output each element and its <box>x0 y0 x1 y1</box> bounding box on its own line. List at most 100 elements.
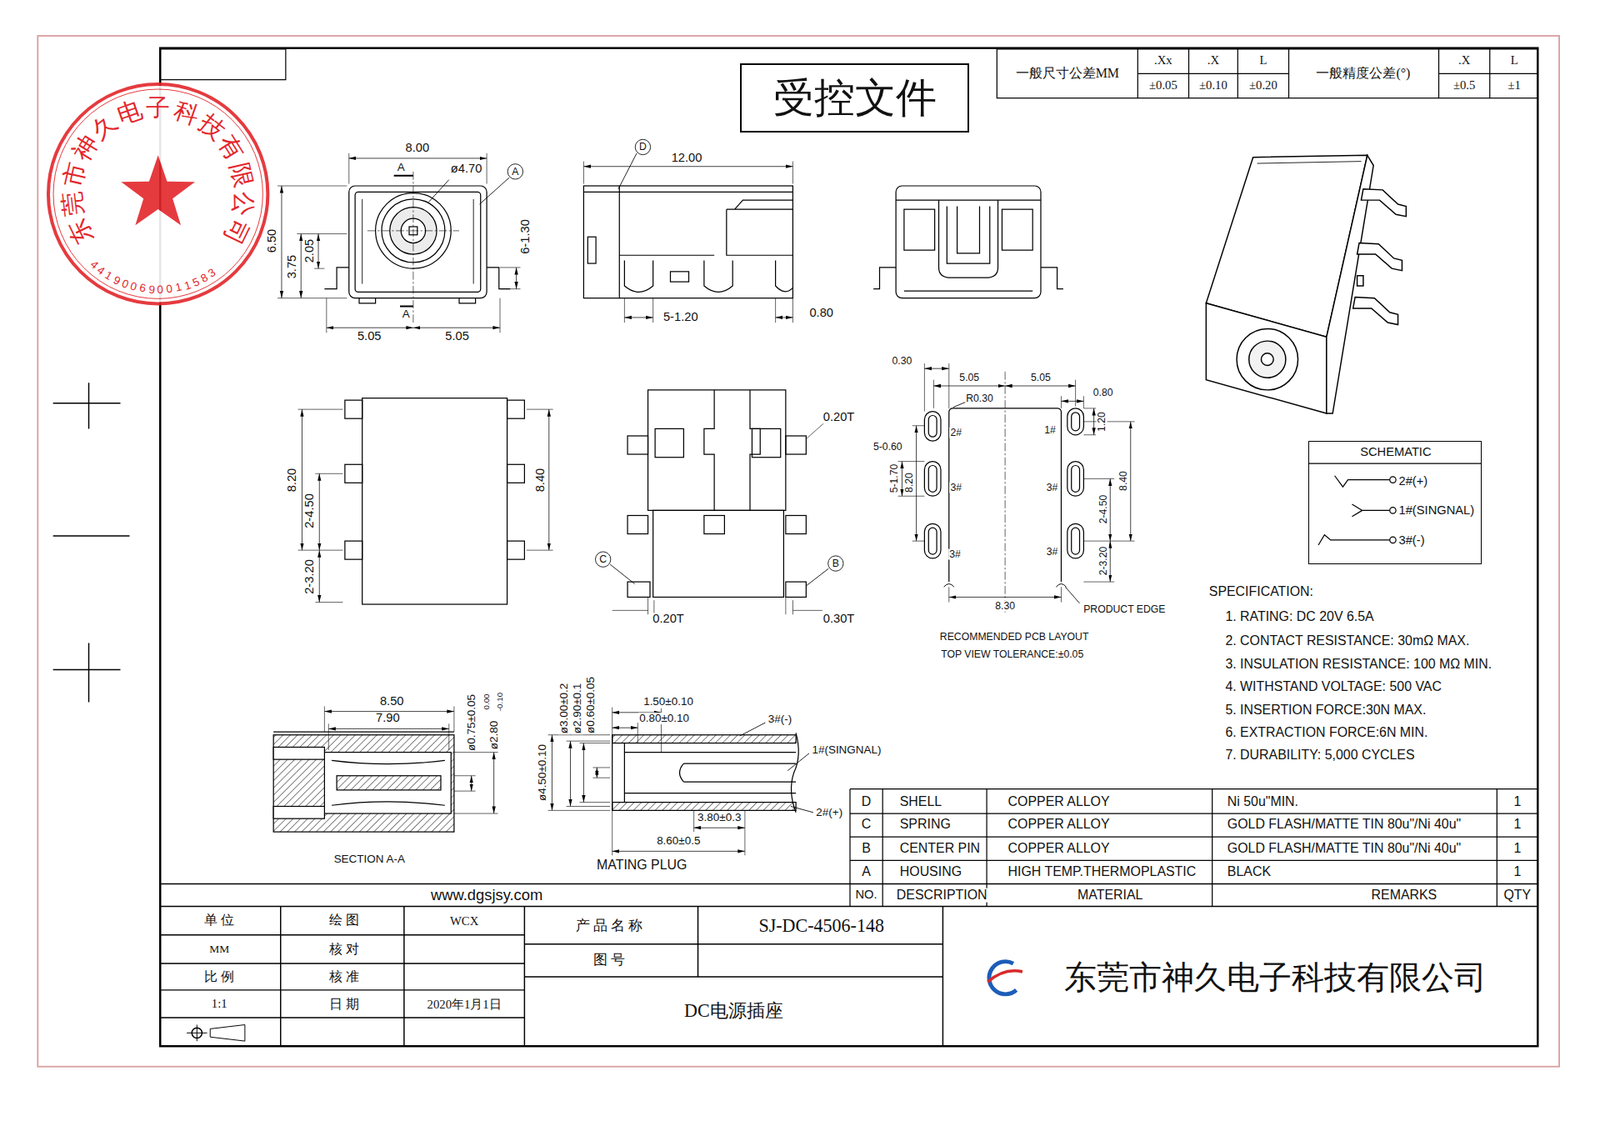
dimension-text: ø0.60±0.05 <box>585 675 597 735</box>
dimension-text: 5-0.60 <box>872 441 904 453</box>
section-view <box>331 760 445 805</box>
side-view <box>587 236 596 264</box>
pcb-layout <box>1071 527 1080 555</box>
callout-letter: A <box>510 165 520 177</box>
section-view <box>336 775 441 790</box>
title-block-cell: 产 品 名 称 <box>575 918 645 934</box>
isometric-view <box>1205 303 1326 414</box>
dimension-line <box>933 385 1005 386</box>
pcb-layout <box>924 523 941 559</box>
title-block-cell: WCX <box>449 915 480 928</box>
front-view <box>324 267 510 290</box>
leader-line <box>635 139 650 155</box>
tolerance-table <box>996 49 1538 99</box>
front-view <box>367 171 460 325</box>
part-number: SJ-DC-4506-148 <box>757 915 885 935</box>
tolerance-cell: 一般尺寸公差MM <box>1015 66 1120 81</box>
dimension-text: 2.05 <box>304 238 317 265</box>
underside-view <box>785 435 806 455</box>
dimension-line <box>612 727 639 729</box>
dimension-text: 0.80±0.10 <box>638 712 690 725</box>
title-block-cell: 绘 图 <box>328 913 360 928</box>
dimension-line <box>1110 540 1111 582</box>
bom-cell: HIGH TEMP.THERMOPLASTIC <box>1007 864 1198 879</box>
dimension-text: ø3.00±0.2 <box>558 682 570 735</box>
mating-plug <box>791 732 800 813</box>
dimension-text: 8.40 <box>534 466 547 493</box>
document-status: 受控文件 <box>773 76 937 120</box>
dimension-text: 5-1.20 <box>662 310 700 324</box>
dimension-text: 8.00 <box>405 141 431 155</box>
pcb-layout <box>1071 465 1080 493</box>
schematic-symbol <box>1390 536 1396 543</box>
dimension-line <box>326 327 414 329</box>
sheet-frame <box>160 48 1538 1047</box>
dimension-text: 0.20T <box>651 613 685 626</box>
pcb-layout <box>1071 412 1080 431</box>
isometric-view <box>1357 243 1403 271</box>
pin-name: 1#(SINGNAL) <box>810 744 882 756</box>
pin-name: 2# <box>950 427 964 439</box>
title-block <box>186 1025 245 1042</box>
mating-plug <box>612 735 796 811</box>
dimension-line <box>1130 421 1131 541</box>
section-view <box>273 805 325 819</box>
dimension-line <box>583 165 793 167</box>
title-block-cell: 日 期 <box>328 997 360 1012</box>
schematic-symbol <box>1390 507 1396 514</box>
title-block-cell: 2020年1月1日 <box>426 998 503 1011</box>
dimension-text: 12.00 <box>670 151 704 165</box>
dimension-text: 7.90 <box>375 711 401 725</box>
end-view <box>895 200 1041 291</box>
underside-view <box>627 435 648 455</box>
schematic-symbol <box>1308 462 1482 464</box>
underside-view <box>653 510 785 597</box>
dimension-text: R0.30 <box>965 392 995 404</box>
end-view <box>873 185 1064 299</box>
leader-line <box>428 139 1080 813</box>
dimension-text: ø4.70 <box>450 163 484 176</box>
leader-line <box>428 153 1080 813</box>
dimension-text: 5.05 <box>444 330 470 343</box>
dimension-text: 8.30 <box>994 600 1016 612</box>
dimension-line <box>470 775 472 791</box>
callout-letter: B <box>831 557 840 569</box>
end-view <box>1001 209 1033 250</box>
dimension-text: 3.75 <box>286 253 300 280</box>
dimension-line <box>280 185 282 299</box>
pin-name: 2#(+) <box>1399 475 1429 488</box>
dimension-text: -0.10 <box>495 691 505 712</box>
bom-cell: BLACK <box>1226 864 1272 879</box>
mating-plug <box>612 732 800 813</box>
pcb-layout <box>924 461 941 497</box>
dimension-text: ø4.50±0.10 <box>536 743 549 802</box>
end-view <box>895 185 1041 299</box>
seal-ring <box>48 84 268 304</box>
dimension-line <box>596 767 598 778</box>
pcb-layout <box>928 415 937 438</box>
dimension-line <box>924 368 949 370</box>
pin-name: 2#(+) <box>815 806 844 819</box>
dimension-text: 0.30 <box>891 355 914 367</box>
title-block-cell: 核 准 <box>328 969 360 984</box>
title-block-cell: 1:1 <box>210 997 229 1010</box>
dimension-text: 0.30T <box>822 613 856 626</box>
bom-header: REMARKS <box>1370 888 1439 903</box>
bom-cell: Ni 50u"MIN. <box>1226 795 1300 810</box>
dimension-line <box>949 596 1062 598</box>
seal-company-name: 东莞市神久电子科技有限公司 <box>45 81 270 306</box>
bom-cell: COPPER ALLOY <box>1007 795 1111 810</box>
bom-table <box>850 789 1538 907</box>
dimension-line <box>901 461 903 497</box>
underside-view <box>627 390 806 598</box>
controlled-document-box: 受控文件 <box>740 63 970 133</box>
pcb-layout <box>924 411 941 442</box>
spec-line: 2. CONTACT RESISTANCE: 30mΩ MAX. <box>1224 634 1470 649</box>
bom-table <box>850 789 1497 907</box>
dimension-line <box>318 234 320 270</box>
leader-line <box>507 164 523 180</box>
bom-cell: B <box>860 840 872 855</box>
section-view <box>273 730 455 732</box>
spec-line: 3. INSULATION RESISTANCE: 100 MΩ MIN. <box>1224 657 1493 672</box>
schematic-symbol <box>1351 504 1390 517</box>
